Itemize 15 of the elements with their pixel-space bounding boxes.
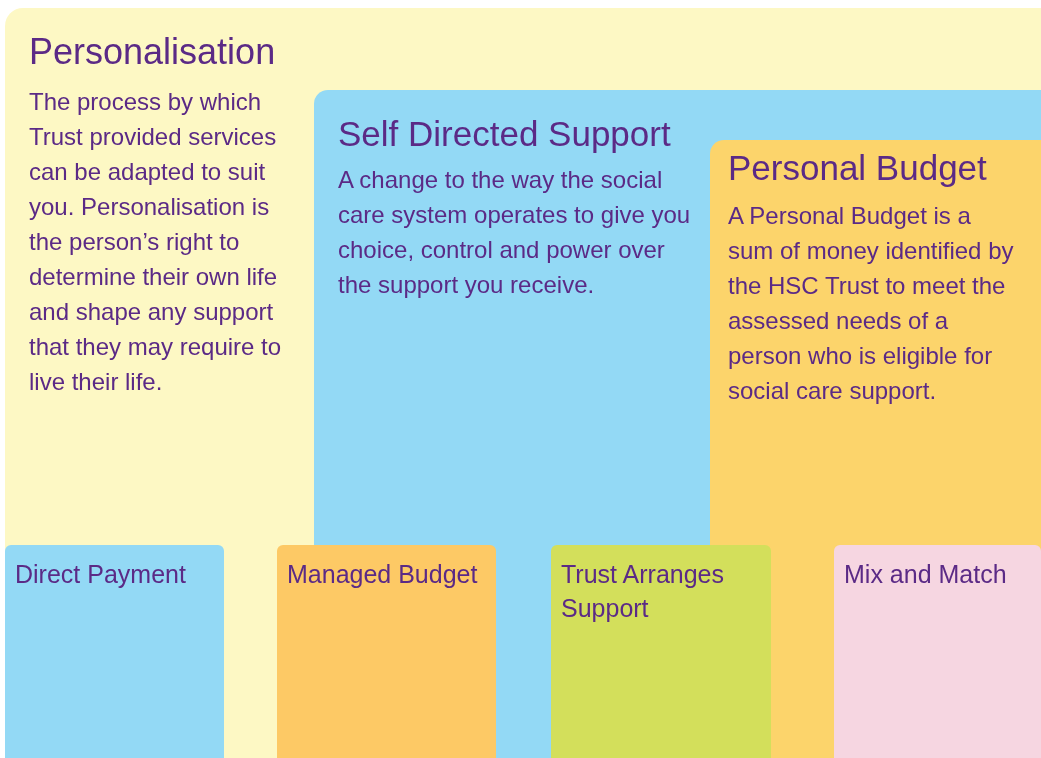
option-card: [551, 545, 771, 758]
heading: Managed Budget: [287, 559, 479, 590]
heading: Self Directed Support: [338, 113, 672, 155]
description: A change to the way the social care system operates to give you choice, control and power over the support you receive.: [338, 165, 692, 300]
heading: Personal Budget: [728, 147, 988, 189]
heading: Mix and Match: [844, 559, 1008, 590]
option-card: [277, 545, 496, 758]
option-card: [834, 545, 1041, 758]
description: The process by which Trust provided services can be adapted to suit you. Personalisation is the person’s right to determine their own life and shape any support that they may require to live their life.: [29, 87, 283, 397]
heading: Trust Arranges Support: [561, 559, 726, 624]
option-card: [5, 545, 224, 758]
heading: Personalisation: [29, 30, 277, 74]
personalisation-panel: [5, 8, 1041, 758]
heading: Direct Payment: [15, 559, 187, 590]
description: A Personal Budget is a sum of money identified by the HSC Trust to meet the assessed needs of a person who is eligible for social care support.: [728, 201, 1015, 406]
